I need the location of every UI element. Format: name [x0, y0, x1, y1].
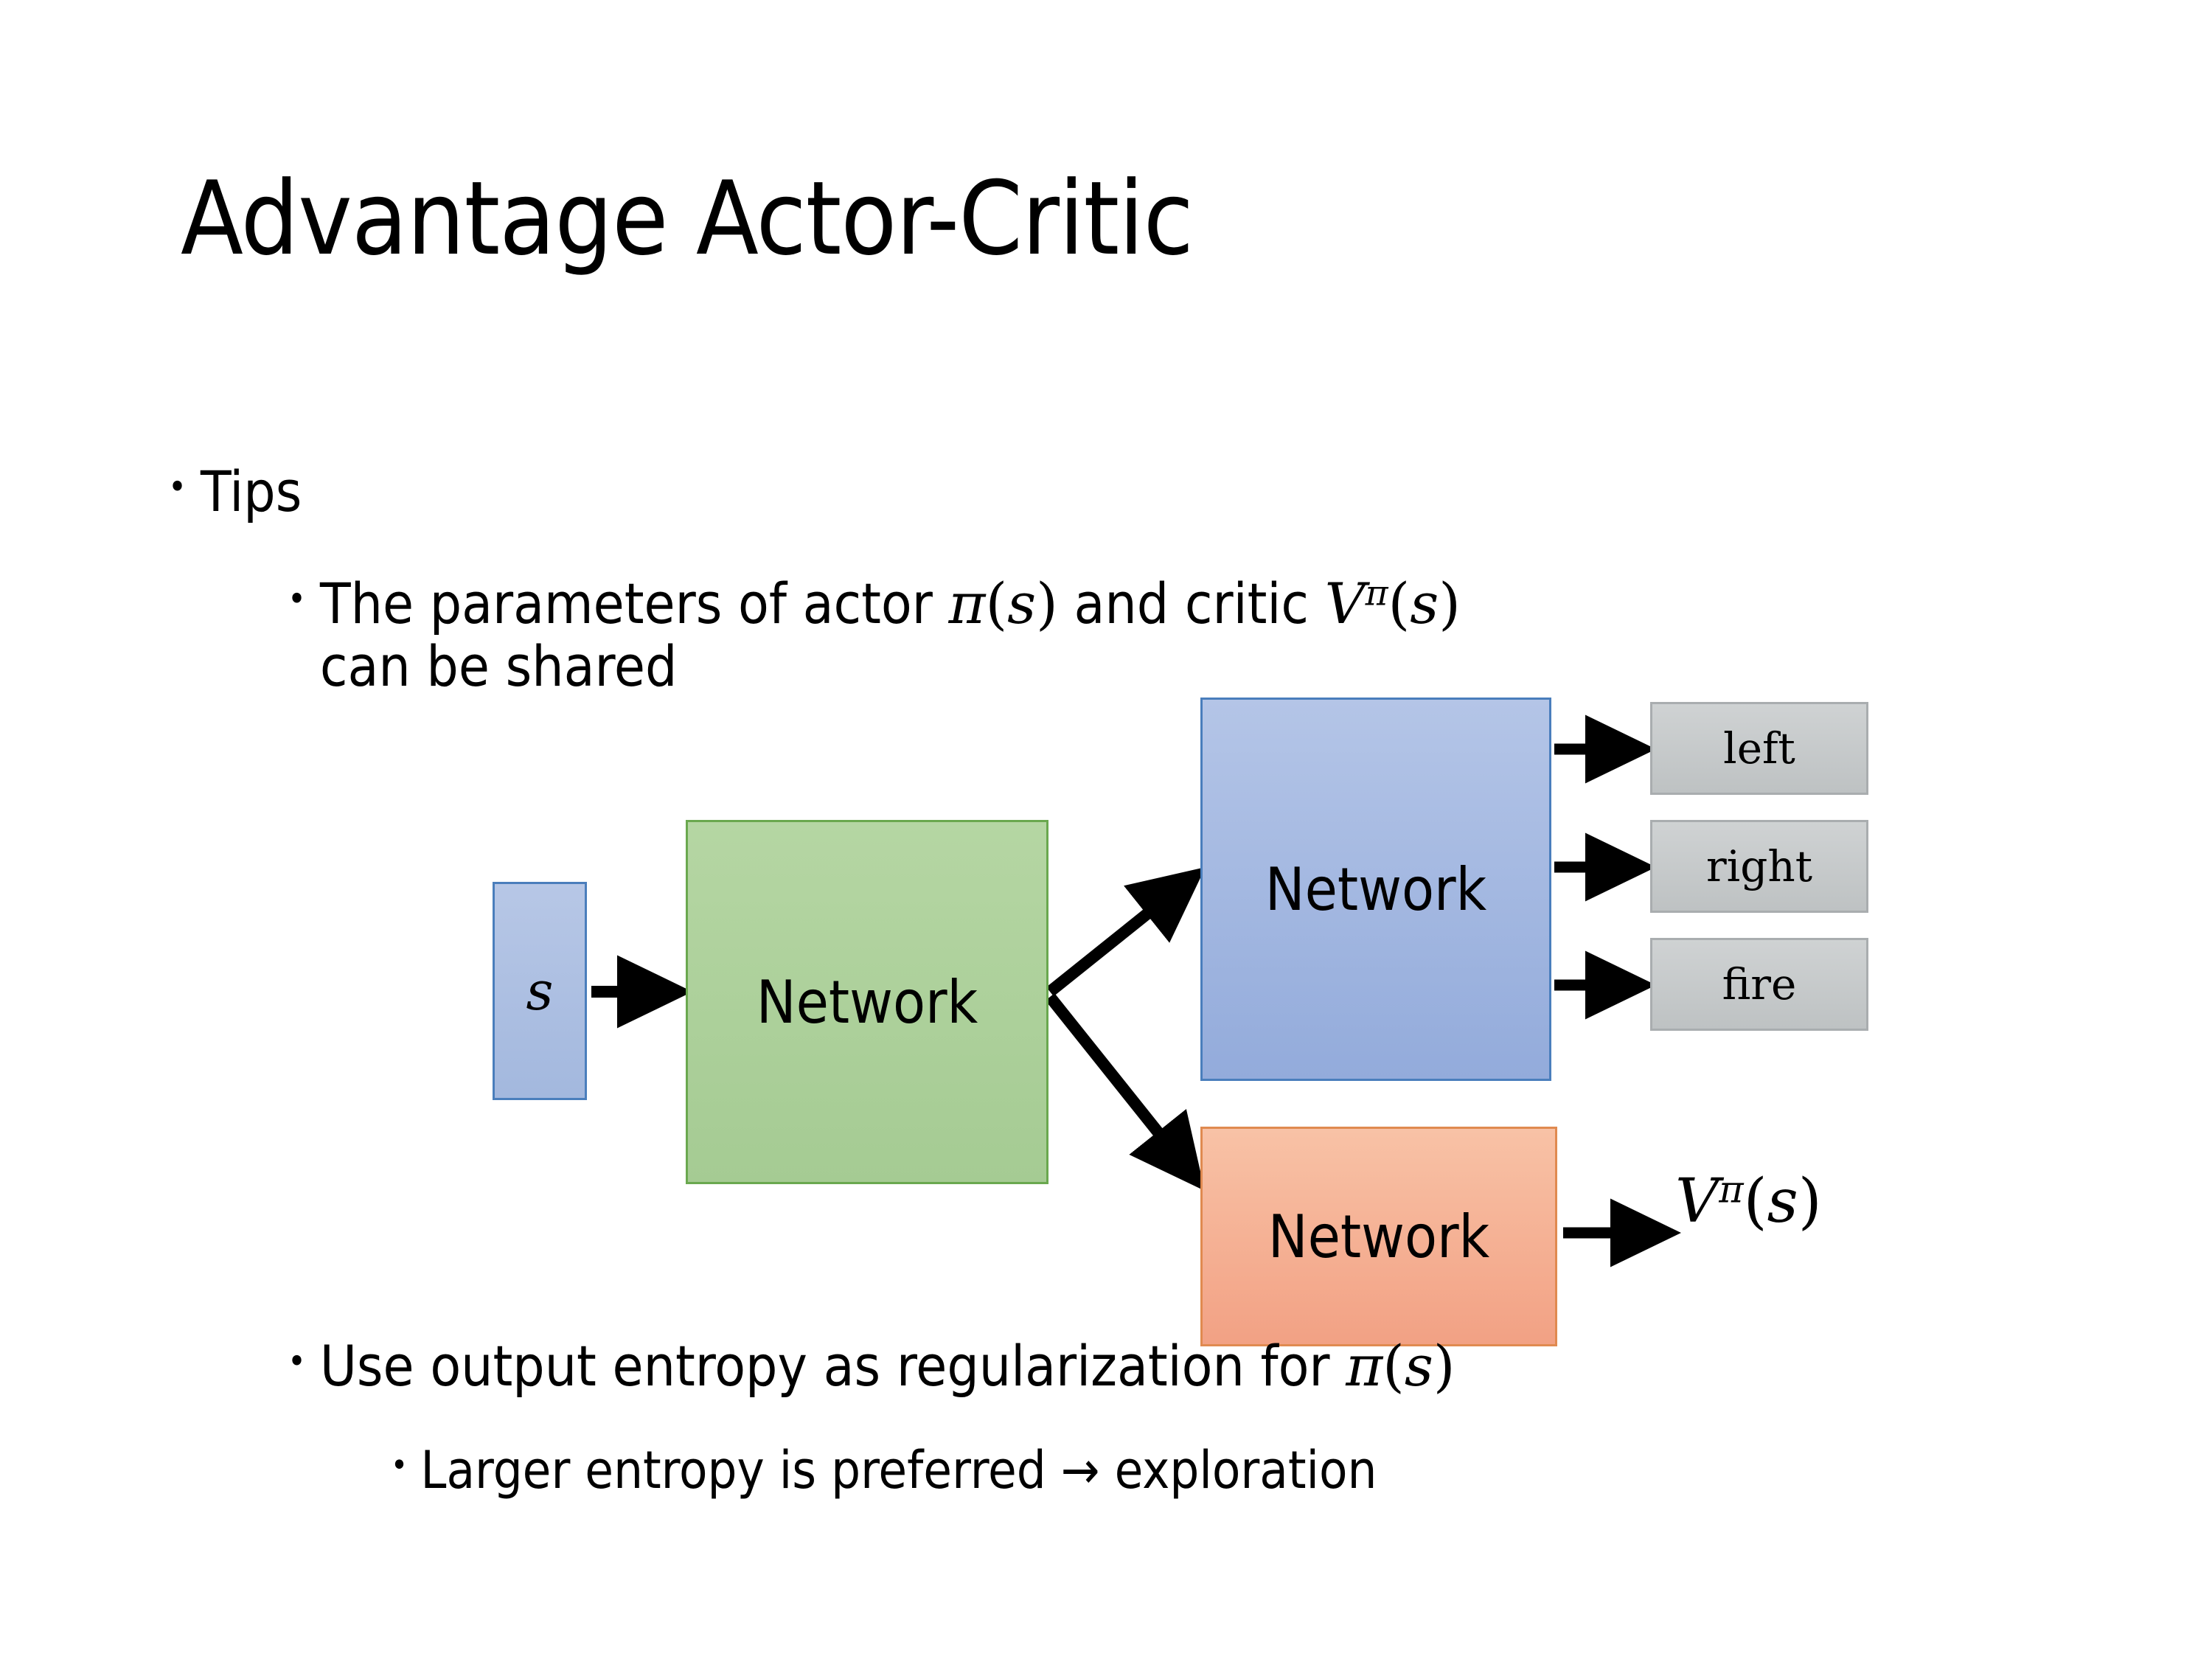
shared-prefix-text: The parameters of actor	[319, 571, 949, 636]
action-box-left: left	[1650, 702, 1868, 795]
value-base-symbol: V	[1675, 1166, 1719, 1237]
bullet-exploration-label: Larger entropy is preferred → exploratio…	[420, 1440, 1377, 1500]
paren-open: (	[1382, 1333, 1405, 1399]
bullet-entropy-regularization: • Use output entropy as regularization f…	[288, 1335, 2072, 1397]
value-superscript-symbol: π	[1719, 1167, 1744, 1211]
action-box-fire: fire	[1650, 938, 1868, 1031]
value-symbol: V	[1324, 571, 1366, 636]
bullet-glyph: •	[288, 579, 307, 619]
state-symbol: s	[1410, 571, 1439, 636]
paren-close: )	[1439, 571, 1461, 636]
bullet-shared-parameters: • The parameters of actor π(s) and criti…	[288, 572, 2072, 698]
critic-network-label: Network	[1267, 1202, 1490, 1271]
shared-network-box: Network	[686, 820, 1048, 1184]
critic-network-box: Network	[1200, 1127, 1557, 1346]
state-symbol: s	[1007, 571, 1037, 636]
value-function-output: Vπ(s)	[1675, 1166, 1822, 1237]
state-symbol: s	[1767, 1166, 1798, 1237]
state-symbol: s	[1404, 1333, 1433, 1399]
pi-symbol: π	[1346, 1333, 1383, 1399]
paren-close: )	[1036, 571, 1058, 636]
action-label-left: left	[1723, 723, 1795, 773]
paren-open: (	[985, 571, 1008, 636]
bullet-tips: • Tips	[168, 460, 832, 523]
entropy-prefix-text: Use output entropy as regularization for	[319, 1333, 1346, 1399]
bullet-entropy-text: Use output entropy as regularization for…	[320, 1335, 2072, 1397]
actor-network-box: Network	[1200, 698, 1551, 1081]
pi-superscript: π	[1365, 573, 1388, 614]
state-input-box: s	[493, 882, 587, 1100]
paren-open: (	[1388, 571, 1411, 636]
bullet-shared-text: The parameters of actor π(s) and critic …	[320, 572, 2072, 698]
action-label-right: right	[1705, 841, 1813, 891]
pi-symbol: π	[948, 571, 986, 636]
arrow-shared-network-to-critic-network	[1045, 993, 1205, 1192]
bullet-glyph: •	[168, 467, 187, 507]
actor-network-label: Network	[1265, 855, 1487, 924]
paren-close: )	[1798, 1166, 1822, 1237]
page-title: Advantage Actor-Critic	[181, 159, 1194, 278]
bullet-glyph: •	[288, 1341, 307, 1382]
shared-suffix-text: can be shared	[319, 633, 678, 700]
bullet-exploration: • Larger entropy is preferred → explorat…	[391, 1440, 2087, 1500]
action-box-right: right	[1650, 820, 1868, 913]
bullet-glyph: •	[391, 1447, 408, 1484]
bullet-tips-label: Tips	[200, 459, 302, 524]
shared-middle-text: and critic	[1057, 571, 1325, 636]
paren-open: (	[1743, 1166, 1767, 1237]
shared-network-label: Network	[756, 967, 978, 1037]
action-label-fire: fire	[1722, 959, 1797, 1009]
state-box-label: s	[526, 960, 554, 1022]
arrow-shared-network-to-actor-network	[1046, 866, 1206, 997]
paren-close: )	[1433, 1333, 1455, 1399]
